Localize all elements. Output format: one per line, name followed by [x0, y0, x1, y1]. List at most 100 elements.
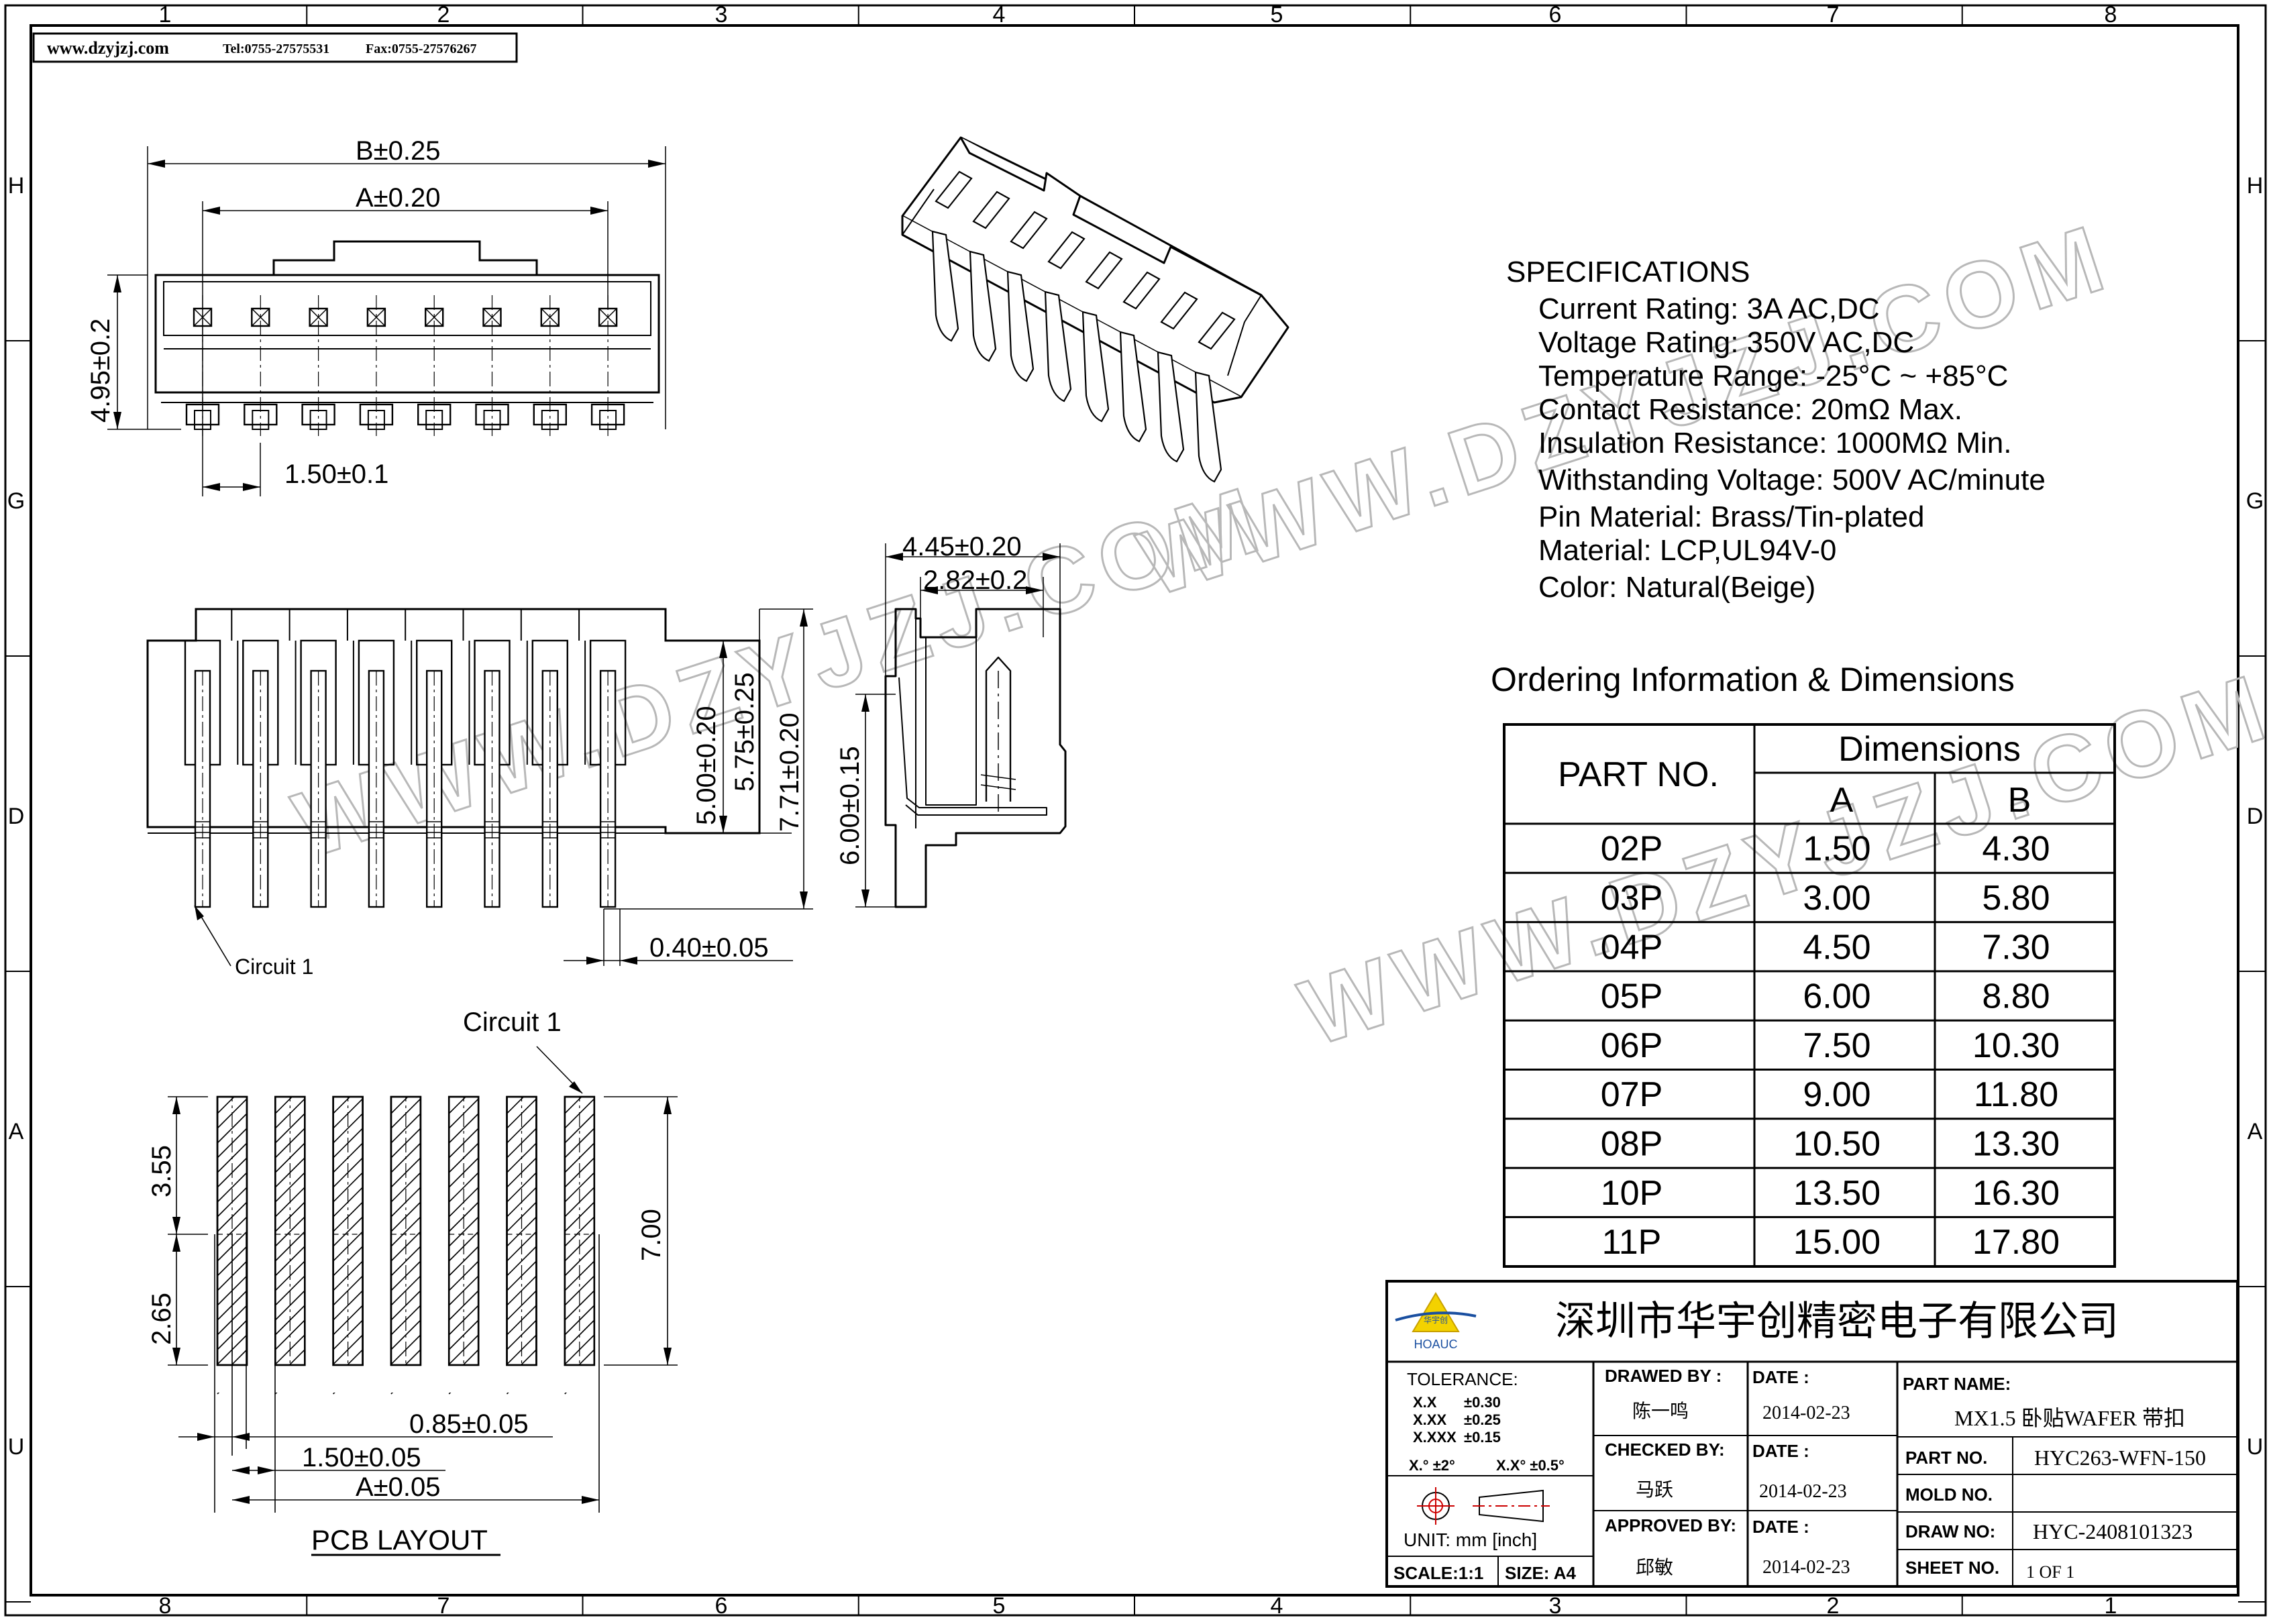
bottom-divider: [405, 609, 413, 765]
ordering-a-cell: 4.50: [1803, 928, 1870, 967]
pcb-hatch-mask-bottom: [201, 1366, 604, 1393]
date-label-3: DATE :: [1752, 1517, 1809, 1537]
pcb-hatch-mask-strip: [305, 1067, 333, 1389]
front-pin-cross: [193, 308, 212, 327]
pcb-pad-border: [564, 1095, 596, 1366]
front-pin-cross: [367, 308, 386, 327]
tol-xx-value: ±0.25: [1464, 1411, 1501, 1428]
unit-label: UNIT: mm [inch]: [1404, 1529, 1537, 1550]
pcb-layout-text: Circuit 1 3.55 2.65 7.00 0.85±0.05 1.50±…: [147, 1008, 666, 1556]
dim-575-label: 5.75±0.25: [730, 672, 759, 792]
part-no-value: HYC263-WFN-150: [2034, 1446, 2206, 1470]
ordering-title: Ordering Information & Dimensions: [1491, 661, 2015, 698]
ordering-b-cell: 8.80: [1982, 977, 2050, 1016]
pcb-pad: [274, 1083, 306, 1395]
company-logo: 华宇创 HOAUC: [1395, 1292, 1477, 1351]
zone-col-top-4: 4: [993, 2, 1006, 28]
pcb-pad-hatch: [564, 1113, 595, 1144]
ordering-part-cell: 05P: [1601, 977, 1663, 1016]
ordering-a-cell: 6.00: [1803, 977, 1870, 1016]
zone-column-labels: 1 2 3 4 5 6 7 8 8 7 6 5 4 3 2 1: [159, 2, 2117, 1619]
spec-line: Withstanding Voltage: 500V AC/minute: [1538, 464, 2046, 496]
spec-line: Voltage Rating: 350V AC,DC: [1538, 326, 1914, 359]
ordering-part-cell: 10P: [1601, 1174, 1663, 1213]
dim-040-label: 0.40±0.05: [649, 933, 769, 963]
pcb-pad: [332, 1083, 364, 1395]
pcb-pad-hatch: [333, 1172, 364, 1203]
pcb-pad-border: [332, 1095, 364, 1366]
zone-row-right-u: U: [2247, 1434, 2264, 1460]
iso-pin-lead: [1119, 331, 1147, 443]
tol-x-value: ±0.30: [1464, 1394, 1501, 1411]
sheet-no-label: SHEET NO.: [1905, 1558, 1999, 1578]
header-tel: Tel:0755-27575531: [223, 42, 329, 56]
bottom-view-dimension-text: 5.00±0.20 5.75±0.25 7.71±0.20 0.40±0.05 …: [235, 672, 804, 979]
watermark-text-2: WWW.DZYJZJ.COM: [1289, 652, 2271, 1065]
checked-by-value: 马跃: [1636, 1479, 1673, 1500]
dim-500-label: 5.00±0.20: [692, 706, 721, 825]
front-pin-cross: [251, 308, 270, 327]
spec-line: Material: LCP,UL94V-0: [1538, 534, 1836, 567]
zone-col-bottom-2: 2: [1827, 1593, 1840, 1619]
bottom-divider: [288, 609, 297, 765]
pcb-pad-hatch: [506, 1113, 537, 1144]
iso-pin-lead: [1157, 351, 1185, 463]
ordering-row: 08P 10.50 13.30: [1601, 1124, 2060, 1163]
pcb-pad-hatch: [448, 1216, 479, 1247]
pcb-pad-hatch: [390, 1216, 421, 1247]
iso-pin-top: [935, 170, 973, 209]
iso-pin-top: [1122, 271, 1161, 310]
ordering-part-cell: 08P: [1601, 1124, 1663, 1163]
side-view-dimension-text: 4.45±0.20 2.82±0.2 6.00±0.15: [835, 532, 1027, 865]
front-pin-cross: [425, 308, 443, 327]
pcb-pad: [564, 1083, 596, 1395]
zone-col-top-2: 2: [437, 2, 450, 28]
zone-ticks: [5, 5, 2266, 1615]
ordering-b-cell: 13.30: [1972, 1124, 2060, 1163]
iso-pin-lead: [969, 250, 997, 362]
title-block-grid: [1385, 1280, 2239, 1588]
drawn-by-label: DRAWED BY :: [1605, 1366, 1722, 1386]
zone-row-right-d: D: [2247, 804, 2264, 829]
iso-pin-lead: [1081, 311, 1110, 423]
pcb-hatch-mask-strip: [421, 1067, 448, 1389]
ordering-part-cell: 04P: [1601, 928, 1663, 967]
pcb-circuit-label: Circuit 1: [463, 1008, 562, 1037]
pcb-pad-hatch: [448, 1172, 479, 1203]
ordering-a-cell: 10.50: [1793, 1124, 1881, 1163]
front-pin-cross: [541, 308, 560, 327]
dim-355-label: 3.55: [147, 1145, 176, 1197]
tol-x-label: X.X: [1413, 1394, 1437, 1411]
pcb-pad-hatch: [564, 1216, 595, 1247]
zone-row-left-h: H: [8, 173, 25, 199]
iso-pin-top: [972, 191, 1010, 229]
ordering-col-b: B: [2008, 781, 2031, 820]
ordering-part-cell: 07P: [1601, 1075, 1663, 1114]
ordering-a-cell: 7.50: [1803, 1026, 1870, 1065]
iso-pin-lead: [1044, 290, 1072, 402]
dim-445-label: 4.45±0.20: [902, 532, 1022, 561]
zone-col-top-3: 3: [715, 2, 728, 28]
pcb-hatch-mask-strip: [248, 1067, 274, 1389]
bottom-circuit-label: Circuit 1: [235, 955, 313, 979]
ordering-part-cell: 06P: [1601, 1026, 1663, 1065]
ordering-part-cell: 11P: [1602, 1223, 1662, 1262]
zone-col-top-6: 6: [1549, 2, 1562, 28]
ordering-row-lines: [1504, 871, 2115, 1218]
part-name-label: PART NAME:: [1903, 1374, 2011, 1394]
bottom-divider: [231, 609, 239, 765]
iso-pin-lead: [1006, 270, 1035, 382]
pcb-hatch-mask-strip: [479, 1067, 507, 1389]
ordering-a-cell: 15.00: [1793, 1223, 1881, 1262]
tolerance-label: TOLERANCE:: [1407, 1369, 1518, 1389]
mold-no-label: MOLD NO.: [1905, 1484, 1993, 1505]
ordering-b-cell: 10.30: [1972, 1026, 2060, 1065]
pcb-pad-hatch: [274, 1113, 305, 1144]
pcb-pad-hatch: [217, 1113, 248, 1144]
ordering-row: 06P 7.50 10.30: [1601, 1026, 2060, 1065]
pcb-pad-hatch: [274, 1216, 305, 1247]
